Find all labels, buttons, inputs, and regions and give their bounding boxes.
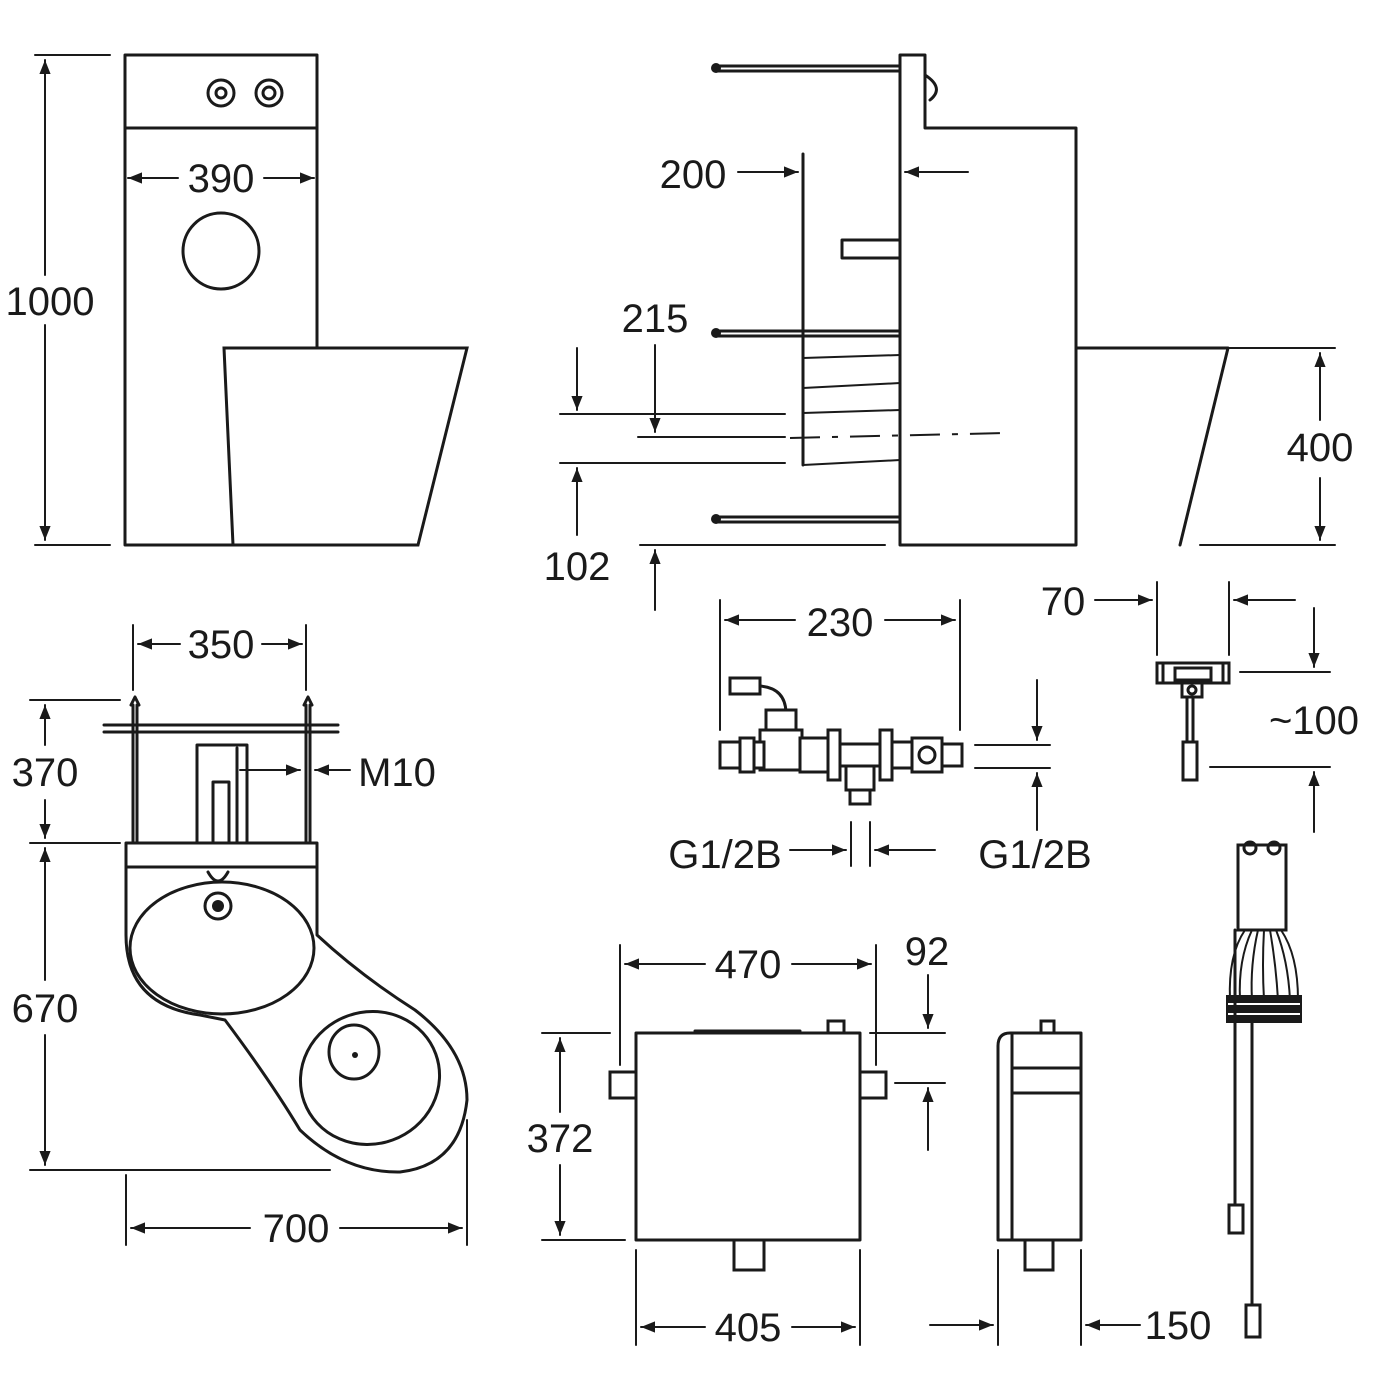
dim-front-width: 390 (127, 157, 315, 201)
dim-label-g-right: G1/2B (978, 833, 1091, 877)
cable-harness (1226, 840, 1302, 1339)
dim-label-150: 150 (1145, 1304, 1212, 1348)
dim-box-372: 372 (527, 1032, 626, 1241)
dim-label-370: 370 (12, 751, 79, 795)
dim-side-200: 200 (660, 153, 969, 197)
dim-side-102: 102 (544, 347, 886, 611)
plan-view (102, 695, 469, 1174)
electronics-box-front (608, 1019, 888, 1272)
dim-box-150: 150 (929, 1249, 1212, 1348)
dim-label-230: 230 (807, 601, 874, 645)
dim-box-470: 470 (619, 943, 877, 1066)
dim-label-200: 200 (660, 153, 727, 197)
sensor-unit (1155, 661, 1231, 782)
dim-label-400: 400 (1287, 426, 1354, 470)
dim-label-372: 372 (527, 1117, 594, 1161)
dim-label-92: 92 (905, 930, 950, 974)
dim-sensor-70: 70 (1041, 580, 1296, 656)
dim-label-670: 670 (12, 987, 79, 1031)
dim-label-100: ~100 (1269, 699, 1359, 743)
electronics-box-side (996, 1019, 1083, 1272)
dim-plan-670: 670 (12, 847, 331, 1171)
dim-box-92: 92 (869, 930, 950, 1151)
solenoid-valve (718, 676, 964, 806)
dim-box-405: 405 (635, 1249, 861, 1350)
dim-plan-370: 370 (12, 699, 121, 844)
dim-label-350: 350 (188, 623, 255, 667)
dim-label-390: 390 (188, 157, 255, 201)
dim-label-102: 102 (544, 545, 611, 589)
front-view (123, 53, 469, 547)
dim-side-400: 400 (1075, 347, 1354, 546)
dim-label-700: 700 (263, 1207, 330, 1251)
dim-valve-230: 230 (719, 599, 961, 731)
dim-valve-height (974, 679, 1051, 831)
dim-valve-thread: G1/2B G1/2B (668, 821, 1092, 877)
dim-label-405: 405 (715, 1306, 782, 1350)
dim-plan-700: 700 (125, 1119, 468, 1251)
dim-label-70: 70 (1041, 580, 1086, 624)
dim-label-215: 215 (622, 297, 689, 341)
dim-side-215: 215 (622, 297, 786, 438)
dim-label-470: 470 (715, 943, 782, 987)
dim-label-m10: M10 (358, 751, 436, 795)
dim-sensor-100: ~100 (1209, 607, 1359, 833)
dim-label-g-left: G1/2B (668, 833, 781, 877)
dim-plan-m10: M10 (239, 751, 436, 795)
dim-plan-350: 350 (132, 623, 307, 691)
dim-front-height: 1000 (6, 54, 111, 546)
side-view (711, 53, 1230, 547)
dim-label-1000: 1000 (6, 280, 95, 324)
